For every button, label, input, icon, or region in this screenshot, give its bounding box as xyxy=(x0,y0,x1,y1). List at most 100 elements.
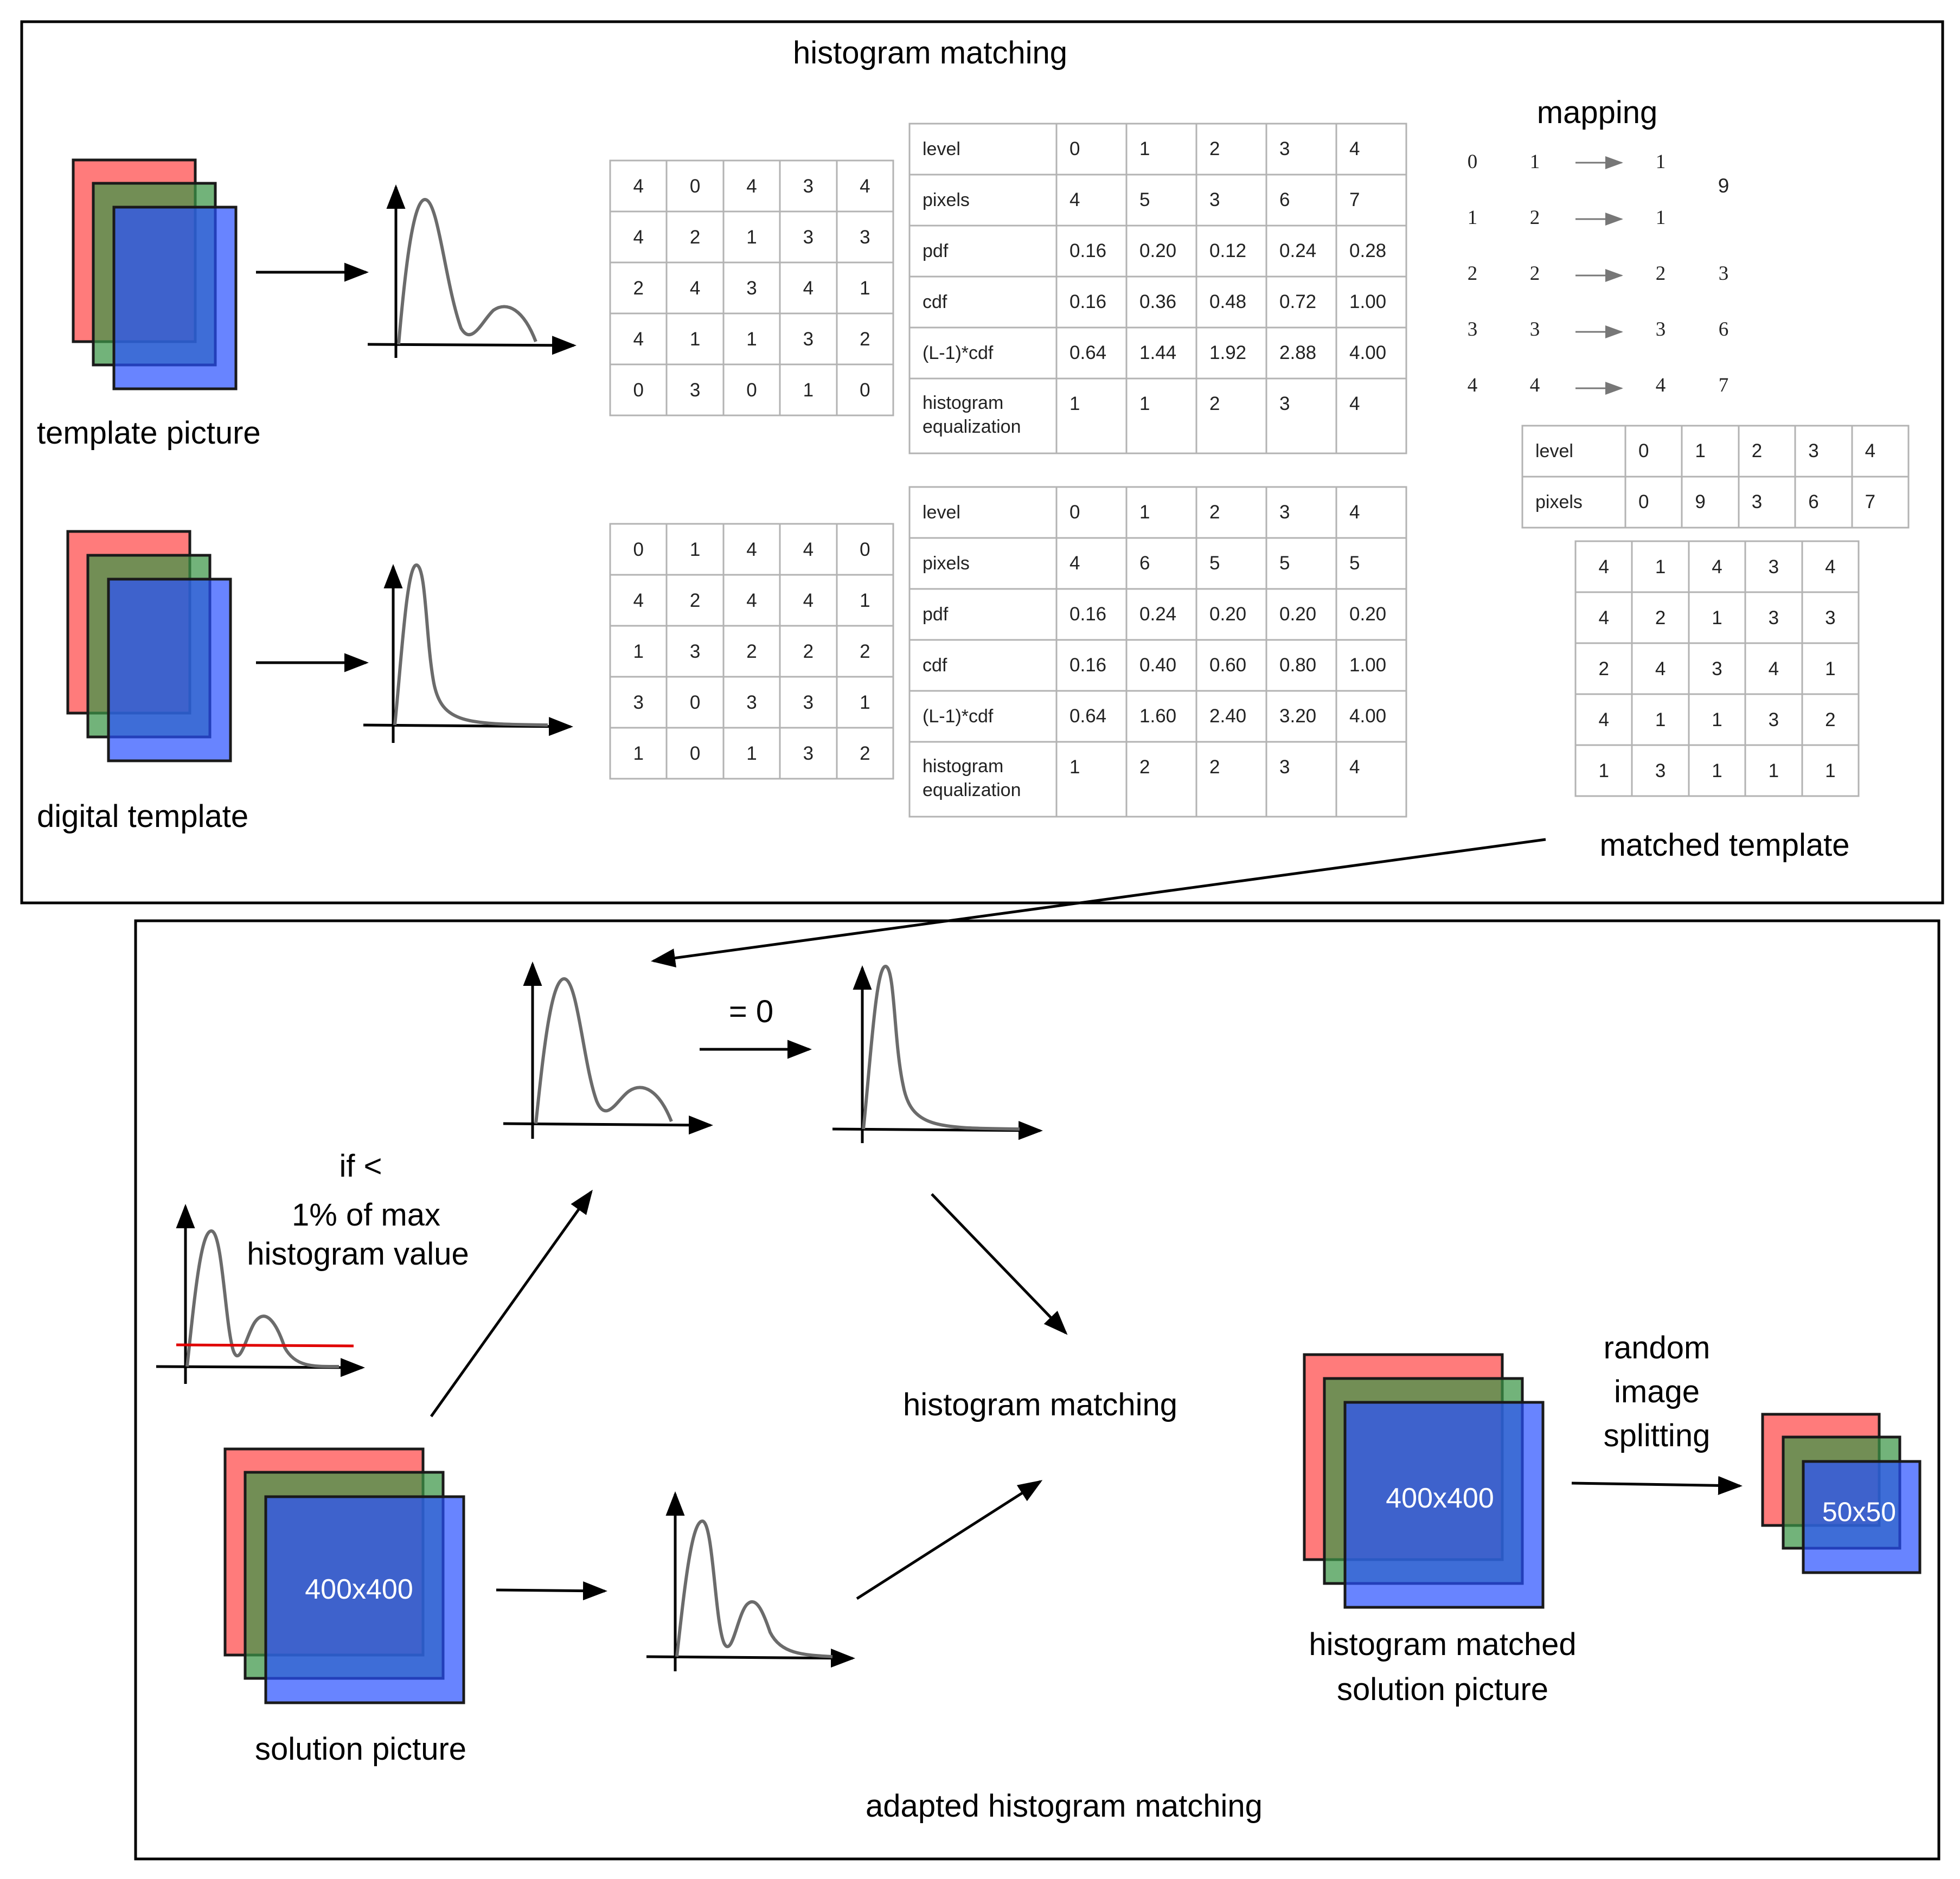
row-value: 0 xyxy=(1069,502,1080,523)
grid-cell: 3 xyxy=(1769,709,1779,730)
grid-cell: 1 xyxy=(860,590,870,611)
row-value: 5 xyxy=(1349,553,1360,574)
grid-cell: 4 xyxy=(1825,556,1835,578)
zeroed-histogram-plot xyxy=(832,965,1043,1143)
row-value: 0.16 xyxy=(1069,291,1106,312)
solution-picture-label: solution picture xyxy=(255,1731,466,1767)
bottom-panel-frame xyxy=(134,919,1940,1861)
x-axis xyxy=(503,1115,713,1135)
threshold-line xyxy=(176,1343,354,1348)
grid-cell: 0 xyxy=(746,380,757,401)
grid-cell: 3 xyxy=(1769,607,1779,629)
grid-cell: 4 xyxy=(803,278,814,299)
grid-border xyxy=(1574,540,1860,797)
row-label: (L-1)*cdf xyxy=(923,343,994,363)
row-value: 0.20 xyxy=(1279,604,1316,625)
grid-cell: 1 xyxy=(1655,709,1666,730)
row-value: 1 xyxy=(1069,393,1080,414)
grid-cell: 4 xyxy=(1598,709,1609,730)
mapping-equalized: 1 xyxy=(1530,151,1540,173)
row-value: 0.60 xyxy=(1209,655,1246,676)
grid-cell: 2 xyxy=(803,641,814,662)
grid-cell: 1 xyxy=(803,380,814,401)
grid-cell: 1 xyxy=(690,329,700,350)
arrow-matched-to-target-histogram xyxy=(651,838,1546,967)
row-value: 7 xyxy=(1865,491,1875,512)
digital-template-label: digital template xyxy=(37,799,248,834)
grid-cell: 2 xyxy=(746,641,757,662)
grid-cell: 0 xyxy=(690,692,700,713)
row-value: 3.20 xyxy=(1279,706,1316,727)
grid-cell: 4 xyxy=(633,176,643,197)
grid-cell: 3 xyxy=(803,743,814,764)
row-label: level xyxy=(923,139,960,159)
row-value: 1 xyxy=(1139,393,1150,414)
row-value: 4 xyxy=(1349,502,1360,523)
row-value: 0.20 xyxy=(1209,604,1246,625)
row-value: 2 xyxy=(1209,756,1220,778)
grid-cell: 1 xyxy=(1655,556,1666,578)
grid-cell: 4 xyxy=(803,539,814,560)
histogram-matching-label: histogram matching xyxy=(903,1387,1177,1422)
mapping-equalized: 2 xyxy=(1530,262,1540,285)
row-value: 0.16 xyxy=(1069,655,1106,676)
matched-solution-label-line2: solution picture xyxy=(1337,1672,1548,1707)
row-value: 0.36 xyxy=(1139,291,1176,312)
blue-channel-square xyxy=(1343,1401,1545,1609)
mapping-level: 3 xyxy=(1468,318,1478,341)
row-value: 4.00 xyxy=(1349,342,1386,363)
grid-border xyxy=(609,159,894,416)
matched-solution-size-label: 400x400 xyxy=(1386,1483,1494,1514)
matched-solution-label-line1: histogram matched xyxy=(1309,1627,1576,1662)
matched-solution-stack xyxy=(1303,1353,1545,1609)
grid-cell: 1 xyxy=(860,692,870,713)
row-label: level xyxy=(1535,441,1573,461)
grid-cell: 4 xyxy=(1655,658,1666,679)
row-label: pixels xyxy=(923,553,970,574)
mapping-title: mapping xyxy=(1537,95,1657,130)
random-splitting-line1: random xyxy=(1604,1330,1711,1365)
blue-channel-square xyxy=(1802,1460,1921,1574)
row-value: 1.00 xyxy=(1349,655,1386,676)
row-value: 1.44 xyxy=(1139,342,1176,363)
row-value: 1.92 xyxy=(1209,342,1246,363)
row-value: 3 xyxy=(1279,756,1290,778)
row-value: 1 xyxy=(1139,502,1150,523)
row-value: 2 xyxy=(1139,756,1150,778)
grid-cell: 1 xyxy=(633,641,643,662)
row-value: 0.20 xyxy=(1349,604,1386,625)
row-value: 4 xyxy=(1865,440,1875,461)
row-value: 1 xyxy=(1069,756,1080,778)
histogram-curve xyxy=(393,563,548,727)
template-stats-table xyxy=(908,123,1407,454)
row-label: (L-1)*cdf xyxy=(923,706,994,727)
grid-cell: 4 xyxy=(746,539,757,560)
row-value: 3 xyxy=(1279,393,1290,414)
row-value: 0 xyxy=(1069,138,1080,159)
mapping-equalized: 3 xyxy=(1530,318,1540,341)
x-axis xyxy=(367,336,577,355)
grid-cell: 3 xyxy=(746,692,757,713)
grid-cell: 1 xyxy=(1598,760,1609,781)
row-value: 3 xyxy=(1209,189,1220,210)
arrow-solution-to-histogram xyxy=(496,1581,607,1601)
row-label: pdf xyxy=(923,604,949,625)
grid-cell: 3 xyxy=(803,329,814,350)
grid-cell: 3 xyxy=(690,380,700,401)
x-axis xyxy=(646,1649,855,1668)
template-picture-stack xyxy=(72,158,238,390)
grid-cell: 1 xyxy=(1712,760,1722,781)
histogram-curve xyxy=(397,198,537,345)
mapping-count: 7 xyxy=(1719,374,1729,396)
grid-cell: 4 xyxy=(1598,607,1609,629)
grid-cell: 3 xyxy=(1769,556,1779,578)
row-value: 4 xyxy=(1349,138,1360,159)
threshold-condition-line3: histogram value xyxy=(247,1236,469,1272)
grid-cell: 4 xyxy=(746,176,757,197)
blue-channel-square xyxy=(112,206,238,390)
mapping-target: 1 xyxy=(1656,207,1666,229)
